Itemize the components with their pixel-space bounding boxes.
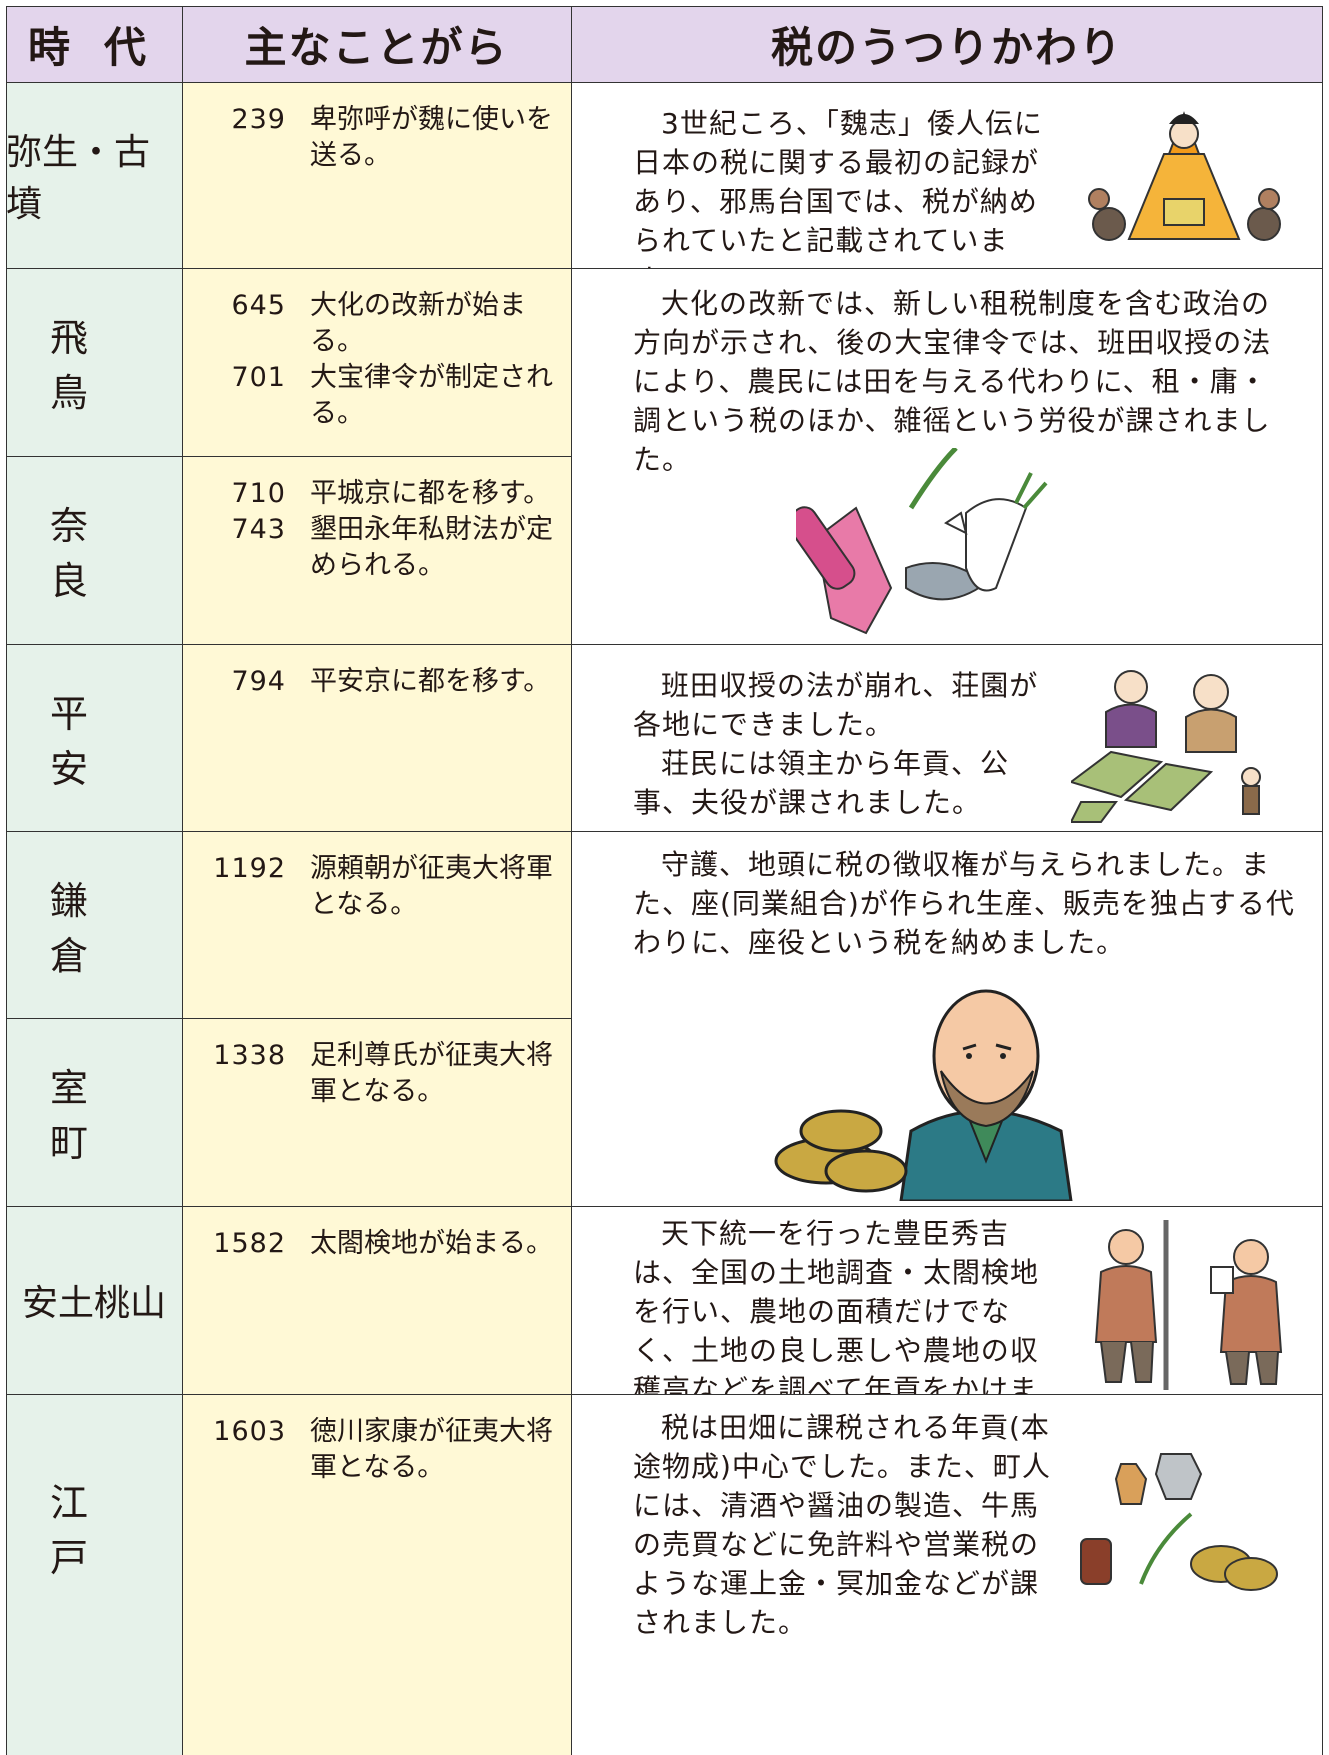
queen-icon <box>1088 111 1281 241</box>
table-border <box>6 268 1323 269</box>
tax-asuka-nara: 大化の改新では、新しい租税制度を含む政治の方向が示され、後の大宝律令では、班田収… <box>571 268 1323 644</box>
event-text: 太閤検地が始まる。 <box>310 1228 553 1259</box>
event-year: 239 <box>231 104 286 135</box>
event-text: 平城京に都を移す。 <box>310 478 551 509</box>
event-row: 794 平安京に都を移す。 <box>182 664 571 700</box>
tax-paragraph: 班田収授の法が崩れ、荘園が各地にできました。 <box>633 669 1039 741</box>
table-border <box>6 6 1323 7</box>
table-border <box>1322 6 1323 1755</box>
tax-text: 大化の改新では、新しい租税制度を含む政治の方向が示され、後の大宝律令では、班田収… <box>633 284 1293 479</box>
table-border <box>571 6 572 1755</box>
event-year: 710 <box>231 478 286 509</box>
event-year: 1582 <box>213 1228 286 1259</box>
event-year: 701 <box>231 362 286 393</box>
events-yayoi-kofun: 239 卑弥呼が魏に使いを送る。 <box>182 82 571 268</box>
tax-text: 守護、地頭に税の徴収権が与えられました。また、座(同業組合)が作られ生産、販売を… <box>633 845 1313 962</box>
event-text: 徳川家康が征夷大将軍となる。 <box>310 1416 553 1483</box>
table-border <box>6 1394 1323 1395</box>
event-row: 743 墾田永年私財法が定められる。 <box>182 512 571 584</box>
era-edo: 江戸 <box>6 1394 182 1755</box>
era-kamakura: 鎌倉 <box>6 831 182 1018</box>
event-year: 1603 <box>213 1416 286 1447</box>
era-nara: 奈良 <box>6 456 182 644</box>
event-row: 239 卑弥呼が魏に使いを送る。 <box>182 102 571 174</box>
events-kamakura: 1192 源頼朝が征夷大将軍となる。 <box>182 831 571 1018</box>
event-row: 701 大宝律令が制定される。 <box>182 360 571 432</box>
table-border <box>6 82 1323 83</box>
table-border <box>182 6 183 1755</box>
tax-paragraph: 大化の改新では、新しい租税制度を含む政治の方向が示され、後の大宝律令では、班田収… <box>633 287 1272 476</box>
event-text: 大化の改新が始まる。 <box>310 290 526 357</box>
event-year: 1192 <box>213 853 286 884</box>
tax-history-table: 時代 主なことがら 税のうつりかわり 弥生・古墳 飛鳥 奈良 平安 鎌倉 室町 … <box>6 6 1323 1755</box>
table-border <box>6 1018 571 1019</box>
event-row: 710 平城京に都を移す。 <box>182 476 571 512</box>
events-asuka: 645 大化の改新が始まる。 701 大宝律令が制定される。 <box>182 268 571 456</box>
tax-paragraph: 守護、地頭に税の徴収権が与えられました。また、座(同業組合)が作られ生産、販売を… <box>633 848 1295 959</box>
land-survey-icon <box>1094 1220 1283 1390</box>
event-year: 743 <box>231 514 286 545</box>
tax-yayoi-kofun: 3世紀ころ、「魏志」倭人伝に日本の税に関する最初の記録があり、邪馬台国では、税が… <box>571 82 1323 296</box>
event-year: 645 <box>231 290 286 321</box>
tribute-goods-icon <box>796 448 1048 635</box>
tax-text: 班田収授の法が崩れ、荘園が各地にできました。 荘民には領主から年貢、公事、夫役が… <box>633 666 1053 822</box>
events-edo: 1603 徳川家康が征夷大将軍となる。 <box>182 1394 571 1755</box>
tax-text: 税は田畑に課税される年貢(本途物成)中心でした。また、町人には、清酒や醤油の製造… <box>633 1408 1063 1642</box>
event-text: 卑弥呼が魏に使いを送る。 <box>310 104 553 171</box>
table-border <box>6 456 571 457</box>
event-row: 1338 足利尊氏が征夷大将軍となる。 <box>182 1038 571 1110</box>
manor-icon <box>1071 670 1261 823</box>
event-row: 1603 徳川家康が征夷大将軍となる。 <box>182 1414 571 1486</box>
events-muromachi: 1338 足利尊氏が征夷大将軍となる。 <box>182 1018 571 1206</box>
event-row: 1582 太閤検地が始まる。 <box>182 1226 571 1262</box>
table-border <box>6 1206 1323 1207</box>
era-muromachi: 室町 <box>6 1018 182 1206</box>
tax-paragraph: 荘民には領主から年貢、公事、夫役が課されました。 <box>633 747 1010 819</box>
event-year: 794 <box>231 666 286 697</box>
table-border <box>6 644 1323 645</box>
era-heian: 平安 <box>6 644 182 831</box>
event-text: 源頼朝が征夷大将軍となる。 <box>310 853 553 920</box>
tax-edo: 税は田畑に課税される年貢(本途物成)中心でした。また、町人には、清酒や醤油の製造… <box>571 1394 1323 1755</box>
table-border <box>6 831 1323 832</box>
era-azuchi-momoyama: 安土桃山 <box>6 1206 182 1394</box>
edo-goods-icon <box>1080 1453 1278 1591</box>
header-era: 時代 <box>6 6 182 82</box>
events-azuchi-momoyama: 1582 太閤検地が始まる。 <box>182 1206 571 1394</box>
event-year: 1338 <box>213 1040 286 1071</box>
event-text: 大宝律令が制定される。 <box>310 362 553 429</box>
tax-heian: 班田収授の法が崩れ、荘園が各地にできました。 荘民には領主から年貢、公事、夫役が… <box>571 644 1323 831</box>
events-nara: 710 平城京に都を移す。 743 墾田永年私財法が定められる。 <box>182 456 571 644</box>
event-text: 足利尊氏が征夷大将軍となる。 <box>310 1040 553 1107</box>
era-asuka: 飛鳥 <box>6 268 182 456</box>
event-row: 645 大化の改新が始まる。 <box>182 288 571 360</box>
events-heian: 794 平安京に都を移す。 <box>182 644 571 831</box>
era-yayoi-kofun: 弥生・古墳 <box>6 82 182 268</box>
table-border <box>6 6 7 1755</box>
tax-paragraph: 税は田畑に課税される年貢(本途物成)中心でした。また、町人には、清酒や醤油の製造… <box>633 1411 1051 1639</box>
samurai-icon <box>774 989 1073 1201</box>
tax-azuchi-momoyama: 天下統一を行った豊臣秀吉は、全国の土地調査・太閤検地を行い、農地の面積だけでなく… <box>571 1206 1323 1445</box>
header-tax: 税のうつりかわり <box>571 6 1323 82</box>
tax-kamakura-muromachi: 守護、地頭に税の徴収権が与えられました。また、座(同業組合)が作られ生産、販売を… <box>571 831 1323 1206</box>
event-text: 墾田永年私財法が定められる。 <box>310 514 553 581</box>
event-text: 平安京に都を移す。 <box>310 666 551 697</box>
header-events: 主なことがら <box>182 6 571 82</box>
event-row: 1192 源頼朝が征夷大将軍となる。 <box>182 851 571 923</box>
